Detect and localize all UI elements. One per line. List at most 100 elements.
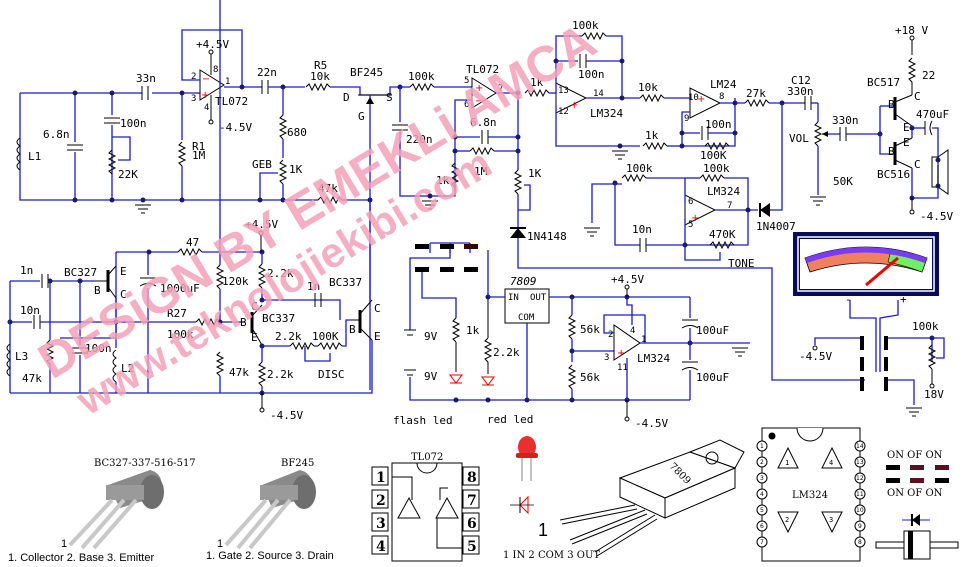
label: 11 <box>617 363 628 373</box>
label: 100uF <box>696 324 729 337</box>
label: 3 <box>829 516 833 524</box>
pin-label: 13 <box>856 459 864 466</box>
label: +4.5V <box>245 218 278 231</box>
pin-label: 6 <box>760 523 764 530</box>
label: 10n <box>20 304 40 317</box>
label: 10n <box>632 223 652 236</box>
label: BC327 <box>64 266 97 279</box>
label: C <box>914 158 921 171</box>
label: 120k <box>222 275 249 288</box>
label: 100k <box>626 162 653 175</box>
pin-label: 1 <box>376 470 386 486</box>
tone-stage <box>510 103 865 381</box>
label: 1 <box>641 335 646 345</box>
pin-label: 2 <box>760 459 764 466</box>
label: 470K <box>709 228 736 241</box>
label: BC516 <box>877 168 910 181</box>
tl072-pinout-title: TL072 <box>411 452 443 463</box>
label: -4.5V <box>799 350 832 363</box>
label: B <box>94 284 101 297</box>
label: 50K <box>833 175 853 188</box>
label: 220n <box>406 133 433 146</box>
switch-contact[interactable] <box>415 244 429 249</box>
label: 7 <box>498 84 503 94</box>
pinout-legends: BC327-337-516-517 1 1. Collector 2. Base… <box>8 427 959 564</box>
pin-label: 4 <box>760 491 764 498</box>
label: B <box>888 98 895 111</box>
label: 5 <box>464 76 469 86</box>
label: B <box>349 323 356 336</box>
label: E <box>251 331 258 344</box>
label: 1 <box>785 459 789 467</box>
label: 10k <box>638 81 658 94</box>
label: C12 <box>791 74 811 87</box>
pin-label: 9 <box>858 523 862 530</box>
label: L2 <box>121 362 134 375</box>
switch-legend-bottom: ON OF ON <box>887 488 943 499</box>
label: +4.5V <box>611 273 644 286</box>
label: E <box>374 330 381 343</box>
label: L3 <box>15 350 28 363</box>
label: TL072 <box>215 95 248 108</box>
label: 2 <box>191 72 196 82</box>
label: R1 <box>192 140 205 153</box>
svg-text:−: − <box>202 74 210 85</box>
label: BF245 <box>350 66 383 79</box>
pin-label: 8 <box>467 470 477 486</box>
bf-pinout-title: BF245 <box>281 458 314 469</box>
label: R27 <box>167 307 187 320</box>
label: 330n <box>787 85 814 98</box>
label: 100k <box>408 70 435 83</box>
label: 1M <box>192 149 206 162</box>
label: BC517 <box>867 76 900 89</box>
label: -4.5V <box>920 210 953 223</box>
label: 1n <box>20 264 33 277</box>
label: TONE <box>728 257 755 270</box>
bc-pinout-title: BC327-337-516-517 <box>94 458 196 469</box>
label: 7809 <box>510 275 537 288</box>
label: 6 <box>464 100 469 110</box>
label: GEB <box>252 158 272 171</box>
oscillator <box>6 0 373 413</box>
lm324-pinout-title: LM324 <box>792 490 828 501</box>
pin-label: 14 <box>856 443 864 450</box>
pin-label: 12 <box>856 475 864 482</box>
label: 6 <box>688 197 693 207</box>
tl072-chip-icon <box>391 462 463 562</box>
label: IN <box>508 293 519 303</box>
label: 4 <box>829 459 833 467</box>
label: 100uF <box>696 371 729 384</box>
label: 1k <box>466 324 480 337</box>
svg-text:+: + <box>697 94 705 105</box>
label: E <box>903 136 910 149</box>
label: 6.8n <box>470 116 497 129</box>
flash-led-label: flash led <box>393 414 453 427</box>
label: 4 <box>204 103 209 113</box>
label: DISC <box>318 368 345 381</box>
pin-label: 6 <box>467 516 477 532</box>
label: 1K <box>528 167 542 180</box>
label: 33n <box>136 72 156 85</box>
label: 1k <box>645 129 659 142</box>
label: LM324 <box>707 185 740 198</box>
regulator-icon <box>559 439 745 557</box>
label: 47k <box>22 372 42 385</box>
label: LM324 <box>637 352 670 365</box>
label: 1n <box>307 280 320 293</box>
label: 680 <box>287 126 307 139</box>
pin-label: 1 <box>760 443 764 450</box>
label: 56k <box>580 371 600 384</box>
label: 2.2k <box>267 368 294 381</box>
pin-label: 2 <box>376 493 386 509</box>
label: 4 <box>630 326 635 336</box>
label: + <box>900 293 907 306</box>
label: 9 <box>684 114 689 124</box>
label: 47 <box>186 236 199 249</box>
label: E <box>120 265 127 278</box>
label: TL072 <box>466 63 499 76</box>
pin-label: 5 <box>467 539 477 555</box>
label: 2 <box>608 330 613 340</box>
label: C <box>374 302 381 315</box>
label: 100k <box>703 162 730 175</box>
label: +4.5V <box>196 38 229 51</box>
